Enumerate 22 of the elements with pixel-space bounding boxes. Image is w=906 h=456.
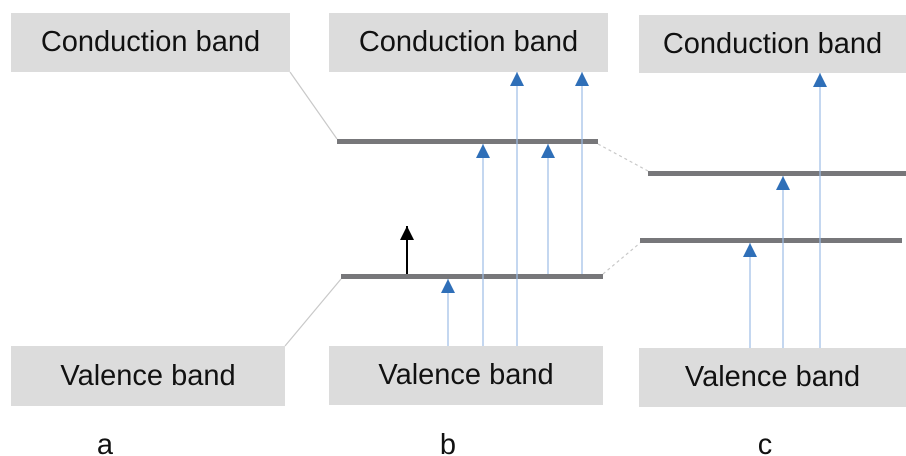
transition-arrow [476,144,490,346]
transition-arrow [400,226,414,274]
band-box: Valence band [639,348,906,407]
transition-arrow [510,72,524,346]
band-box: Valence band [329,346,603,405]
band-box: Conduction band [11,13,290,72]
band-box: Valence band [11,346,285,406]
panel-label: b [438,428,458,456]
panel-label: c [756,428,774,456]
dotted-connector-line [598,143,648,172]
transition-arrow [743,243,757,348]
connector-line [290,72,338,140]
dotted-connector-line [602,242,640,274]
transition-arrow [541,144,555,274]
panel-label: a [96,428,114,456]
transition-arrow [813,73,827,348]
band-box: Conduction band [639,15,906,73]
band-box: Conduction band [329,13,608,72]
transition-arrow [575,72,589,274]
connector-line [284,278,342,346]
transition-arrow [776,176,790,348]
transition-arrow [441,279,455,346]
